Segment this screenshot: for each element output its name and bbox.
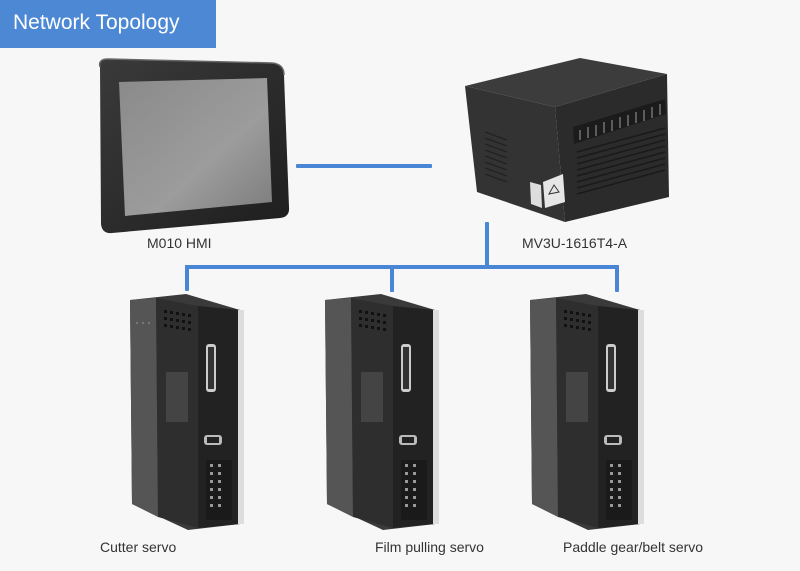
servo-label-paddle: Paddle gear/belt servo [563,539,704,555]
link-drop-film [390,265,394,292]
plc-icon [465,58,669,222]
hmi-label: M010 HMI [147,235,212,251]
link-hmi-plc [296,164,432,168]
servo-device-paddle [528,292,646,532]
servo-label-film: Film pulling servo [375,539,484,555]
servo-drive-icon [530,294,644,530]
hmi-device [92,57,292,238]
touch-panel-icon [98,58,290,234]
link-servo-bus [185,265,619,269]
servo-drive-icon [130,294,244,530]
link-plc-bus [485,222,489,268]
servo-device-cutter [128,292,246,532]
link-drop-paddle [615,265,619,292]
plc-device [445,52,670,222]
page-title: Network Topology [0,0,216,48]
link-drop-cutter [185,265,189,291]
servo-label-cutter: Cutter servo [100,539,177,555]
servo-device-film [323,292,441,532]
plc-label: MV3U-1616T4-A [522,235,628,251]
servo-drive-icon [325,294,439,530]
